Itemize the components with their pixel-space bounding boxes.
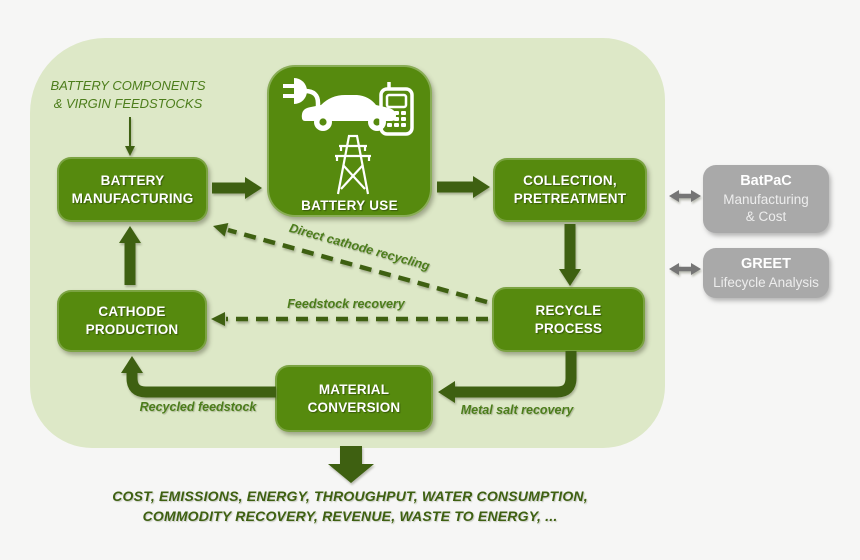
outputs-text: COST, EMISSIONS, ENERGY, THROUGHPUT, WAT… [75, 486, 625, 527]
battery-manufacturing-box: BATTERY MANUFACTURING [57, 157, 208, 222]
greet-subtitle-line1: Lifecycle Analysis [713, 274, 819, 290]
panel-to-outputs-arrow [328, 446, 374, 483]
recycle-line1: RECYCLE [535, 302, 602, 318]
virgin-feedstocks-label-line2: & VIRGIN FEEDSTOCKS [53, 96, 203, 112]
cathode-line2: PRODUCTION [85, 322, 179, 337]
feedstock-recovery-label: Feedstock recovery [287, 297, 405, 311]
outputs-line1: COST, EMISSIONS, ENERGY, THROUGHPUT, WAT… [112, 488, 588, 504]
batpac-subtitle-line2: & Cost [745, 209, 787, 225]
cell-phone-icon [379, 82, 414, 136]
recycled-feedstock-label: Recycled feedstock [139, 400, 257, 414]
virgin-feedstocks-label-line1: BATTERY COMPONENTS [50, 78, 206, 93]
material-conversion-box: MATERIAL CONVERSION [275, 365, 433, 432]
collection-line1: COLLECTION, [523, 173, 617, 189]
collection-batpac-link-arrow [669, 190, 701, 202]
collection-line2: PRETREATMENT [513, 191, 627, 206]
batpac-tool-box: BatPaC Manufacturing & Cost [703, 165, 829, 233]
material-line1: MATERIAL [318, 381, 390, 397]
recycle-process-box: RECYCLE PROCESS [492, 287, 645, 352]
batpac-title: BatPaC [740, 173, 792, 190]
greet-tool-box: GREET Lifecycle Analysis [703, 248, 829, 298]
battery-manufacturing-line1: BATTERY [100, 172, 165, 188]
battery-manufacturing-line2: MANUFACTURING [71, 190, 194, 206]
cathode-production-box: CATHODE PRODUCTION [57, 290, 207, 352]
greet-title: GREET [741, 256, 791, 273]
plug-icon [283, 78, 321, 111]
battery-use-label: BATTERY USE [301, 198, 398, 213]
battery-use-box: BATTERY USE [267, 65, 432, 217]
cathode-line1: CATHODE [98, 304, 166, 320]
material-line2: CONVERSION [307, 399, 401, 415]
collection-pretreatment-box: COLLECTION, PRETREATMENT [493, 158, 647, 222]
metal-salt-recovery-label: Metal salt recovery [460, 403, 574, 417]
virgin-feedstocks-label: BATTERY COMPONENTS & VIRGIN FEEDSTOCKS [38, 77, 218, 113]
recycle-greet-link-arrow [669, 263, 701, 275]
outputs-line2: COMMODITY RECOVERY, REVENUE, WASTE TO EN… [142, 508, 558, 525]
transmission-tower-icon [335, 134, 371, 195]
recycle-line2: PROCESS [534, 320, 603, 336]
batpac-subtitle-line1: Manufacturing [723, 192, 809, 207]
